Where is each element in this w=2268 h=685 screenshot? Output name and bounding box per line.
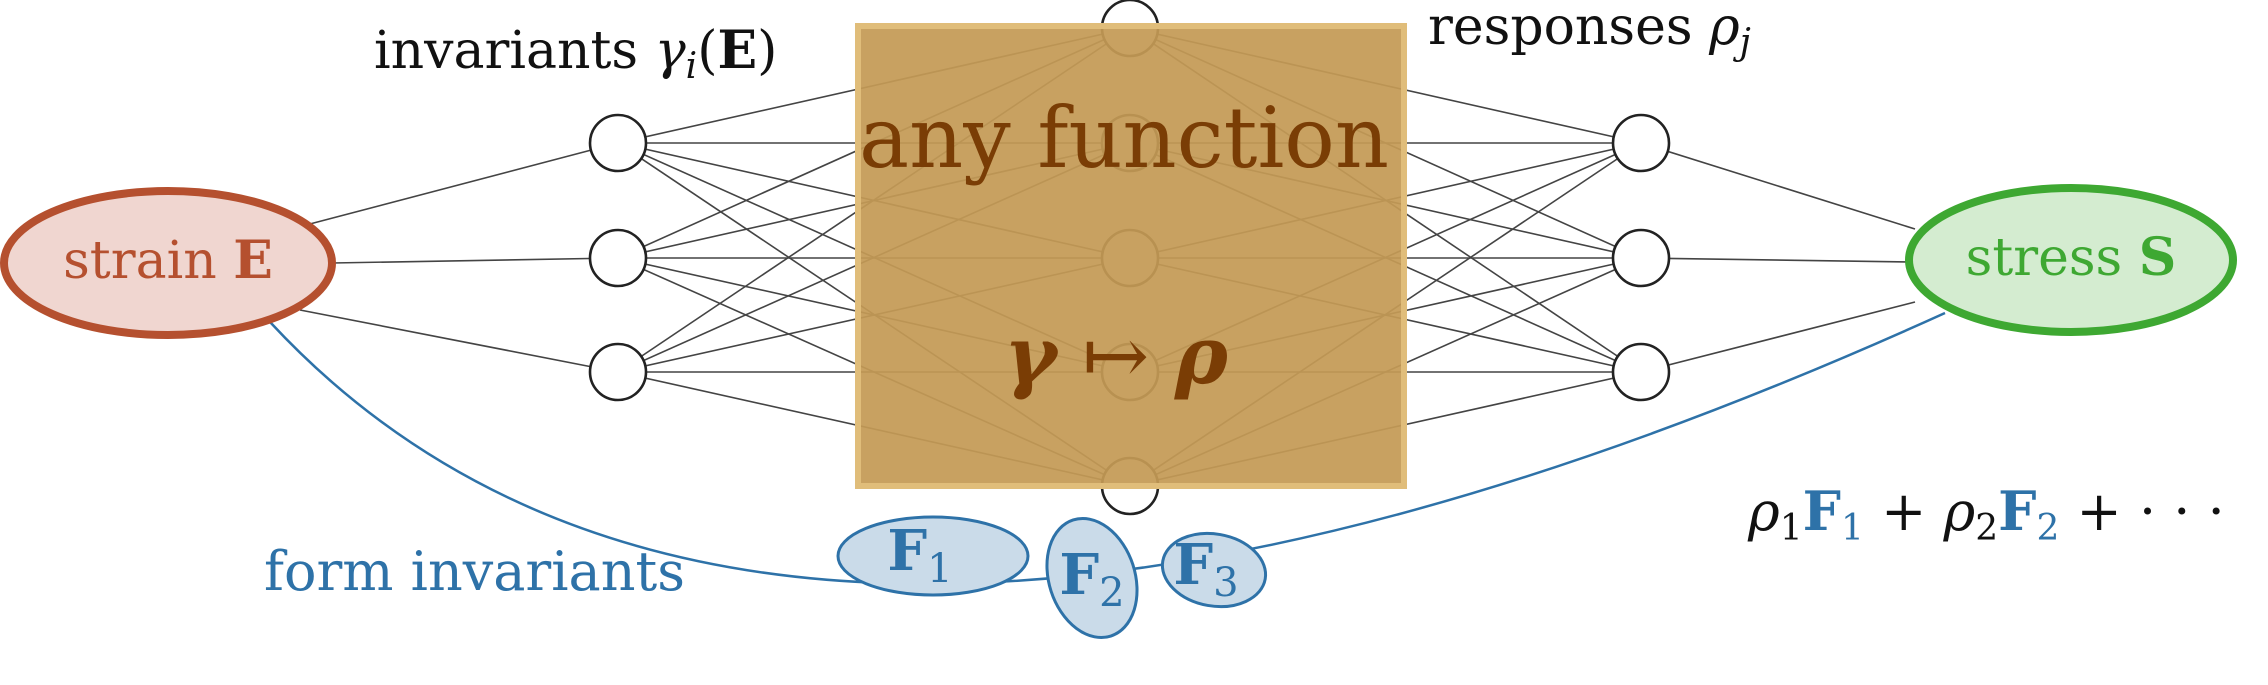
stress-edge (1640, 142, 1916, 230)
function-box (855, 23, 1407, 489)
response-node (1611, 342, 1671, 402)
invariant-node (588, 113, 648, 173)
form-invariant-f2 (1045, 516, 1139, 640)
response-node (1611, 113, 1671, 173)
responses-label: responses ρj (1428, 0, 1751, 63)
stress-edge (1640, 301, 1916, 373)
stress-node (1905, 184, 2237, 336)
strain-edge (331, 257, 619, 264)
strain-edge (299, 309, 619, 373)
form-invariants-label: form invariants (264, 540, 685, 603)
any-function-label: any function (859, 89, 1389, 187)
strain-label: strain E (63, 230, 273, 291)
stress-label: stress S (1966, 227, 2177, 288)
form-invariant-f2-label: F2 (1059, 542, 1124, 616)
strain-edge (305, 142, 619, 226)
invariants-label: invariants γi(E) (374, 20, 777, 87)
mapping-label: γ ↦ ρ (1004, 308, 1229, 402)
form-invariant-f1-label: F1 (887, 518, 952, 592)
invariant-node (588, 342, 648, 402)
strain-node (0, 187, 336, 339)
form-invariant-f3-label: F3 (1173, 532, 1238, 606)
form-invariant-f3 (1160, 531, 1268, 609)
stress-edge (1640, 257, 1910, 263)
response-node (1611, 228, 1671, 288)
form-invariant-f1 (836, 515, 1030, 597)
invariant-node (588, 228, 648, 288)
response-sum-label: ρ1F1 + ρ2F2 + · · · (1747, 479, 2225, 549)
invariant-and-response-nodes (588, 113, 1671, 402)
